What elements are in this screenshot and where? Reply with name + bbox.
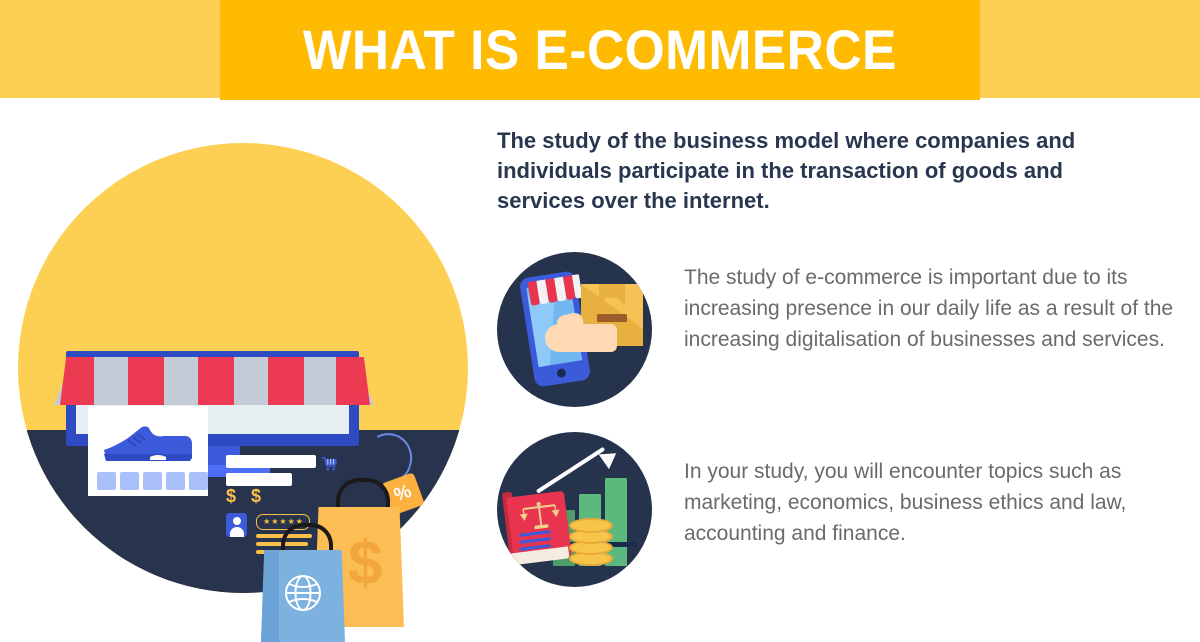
info-row-1-text: The study of e-commerce is important due…: [684, 266, 1174, 351]
ecommerce-storefront-illustration: $ $ ★ ★ ★ ★ ★ % $: [18, 143, 468, 642]
tablet-home-button: [556, 367, 567, 379]
color-swatch[interactable]: [189, 472, 208, 490]
star-icon: ★: [287, 517, 295, 526]
color-swatch[interactable]: [143, 472, 162, 490]
star-icon: ★: [279, 517, 287, 526]
info-row-1: The study of e-commerce is important due…: [497, 252, 1174, 407]
avatar-head: [232, 517, 241, 525]
star-icon: ★: [295, 517, 303, 526]
awning-stripe: [336, 357, 370, 405]
color-swatch[interactable]: [166, 472, 185, 490]
delivery-box-label: [597, 314, 627, 322]
info-row-2: In your study, you will encounter topics…: [497, 432, 1174, 587]
bag-handle-blue: [281, 523, 333, 559]
law-book-growth-chart-icon: [497, 432, 652, 587]
page-header: WHAT IS E-COMMERCE: [0, 0, 1200, 100]
shopping-cart-icon[interactable]: [321, 456, 338, 471]
color-swatch[interactable]: [120, 472, 139, 490]
user-avatar-badge: [226, 513, 247, 537]
awning-stripe: [60, 357, 94, 405]
tablet-delivery-icon: [497, 252, 652, 407]
bag-dollar-symbol: $: [348, 529, 383, 598]
avatar-body: [229, 527, 244, 537]
color-swatch[interactable]: [97, 472, 116, 490]
shopping-bag-blue-shade: [261, 550, 279, 642]
sneaker-icon: [104, 426, 192, 461]
scales-of-justice-icon: [519, 501, 560, 530]
delivering-hand: [545, 324, 617, 352]
intro-paragraph: The study of the business model where co…: [497, 128, 1076, 213]
page-title: WHAT IS E-COMMERCE: [302, 18, 898, 81]
color-swatch-row: [97, 472, 208, 490]
storefront-awning: [54, 357, 374, 405]
awning-stripe: [268, 357, 304, 405]
coin: [569, 518, 613, 533]
product-image-panel: [88, 406, 208, 496]
search-bar-top[interactable]: [226, 455, 316, 468]
search-bar-bottom[interactable]: [226, 473, 292, 486]
header-title-banner: WHAT IS E-COMMERCE: [220, 0, 980, 100]
info-row-2-text: In your study, you will encounter topics…: [684, 460, 1127, 545]
growth-arrow-line: [535, 446, 606, 494]
globe-icon: [285, 575, 321, 611]
awning-stripe: [128, 357, 164, 405]
bag-handle-yellow: [336, 478, 390, 516]
price-dollar-symbols: $ $: [226, 486, 267, 506]
coin-stack: [569, 518, 613, 566]
star-icon: ★: [271, 517, 279, 526]
awning-stripe: [198, 357, 234, 405]
star-rating: ★ ★ ★ ★ ★: [256, 514, 310, 530]
star-icon: ★: [263, 517, 271, 526]
